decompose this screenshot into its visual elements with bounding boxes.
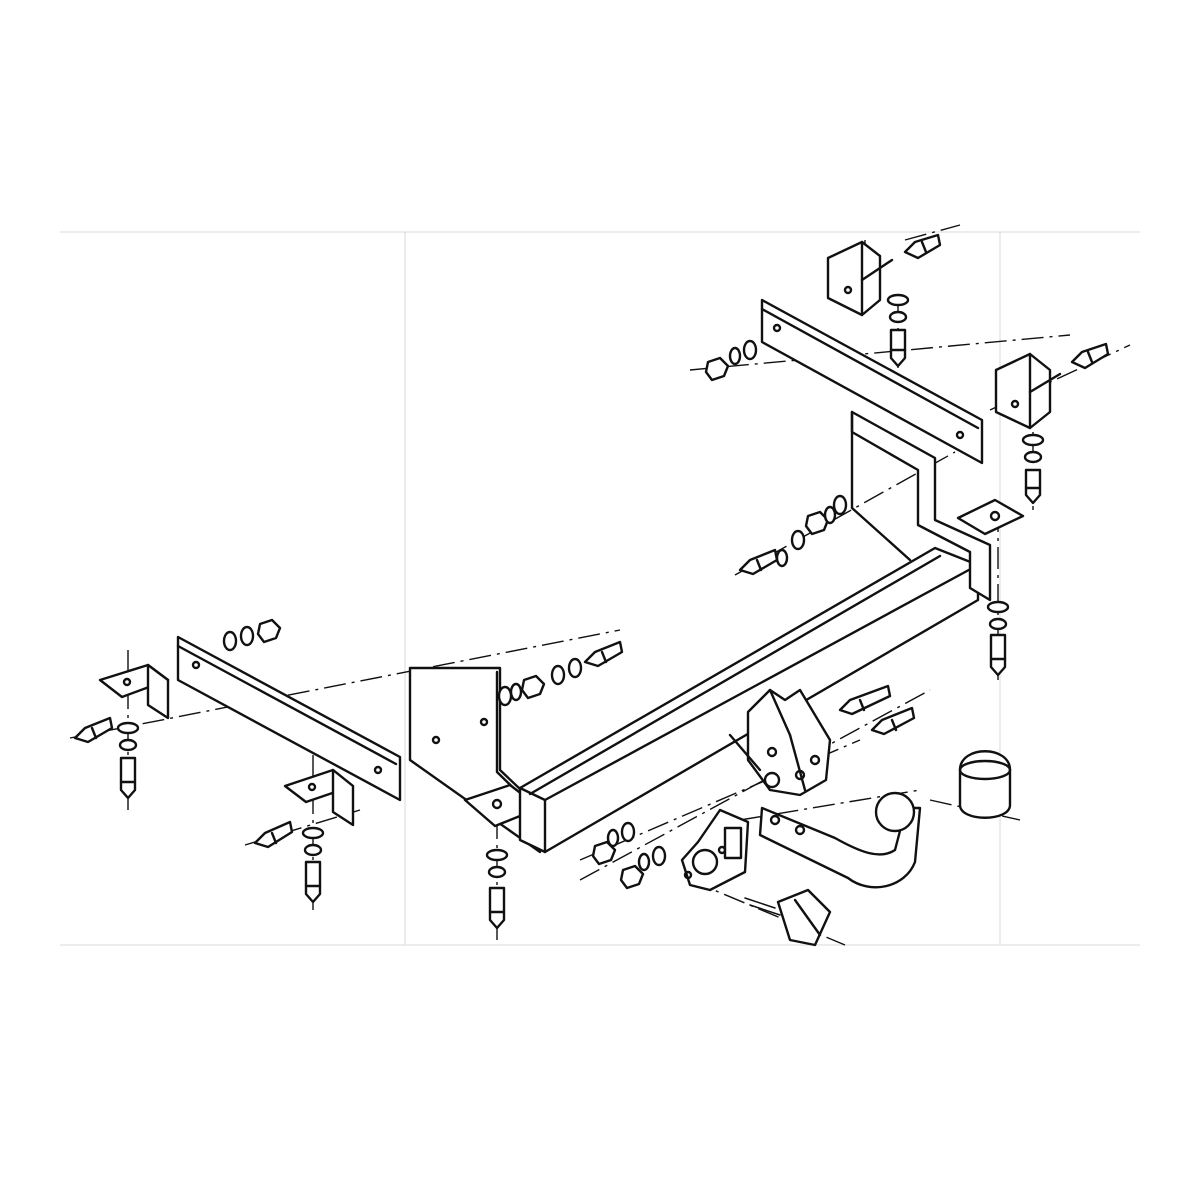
bolt (119, 756, 137, 800)
bolt (989, 633, 1007, 677)
washer (775, 548, 789, 568)
left-angle-bracket-front (98, 663, 170, 720)
nut (804, 510, 830, 536)
bolt (903, 233, 942, 260)
washer (886, 293, 910, 307)
washer (742, 339, 758, 361)
washer (485, 848, 509, 862)
bolt (488, 886, 506, 930)
right-side-arm (850, 410, 1025, 602)
washer (620, 821, 636, 843)
washer (239, 625, 255, 647)
right-angle-bracket-rear (994, 352, 1062, 430)
washer (301, 826, 325, 840)
bolt (253, 820, 294, 849)
washer (986, 600, 1010, 614)
nut (256, 618, 282, 644)
washer (509, 682, 523, 702)
washer (728, 346, 742, 366)
washer (823, 505, 837, 525)
left-angle-bracket-rear (283, 768, 355, 827)
washer (497, 685, 513, 707)
center-ball-mount-bracket (728, 688, 832, 797)
washer (222, 630, 238, 652)
washer (790, 529, 806, 551)
nut (619, 864, 645, 890)
washer (550, 664, 566, 686)
bolt (304, 860, 322, 904)
bolt (1070, 342, 1110, 370)
washer (1023, 450, 1043, 464)
washer (118, 738, 138, 752)
bolt (870, 706, 916, 736)
washer (1021, 433, 1045, 447)
bolt (1024, 468, 1042, 505)
washer (888, 310, 908, 324)
bolt-washer-nut-sets (73, 233, 1110, 930)
bolt (838, 684, 892, 716)
washer (606, 828, 620, 848)
washer (116, 721, 140, 735)
bolt (73, 716, 114, 744)
washer (832, 494, 848, 516)
washer (651, 845, 667, 867)
bolt (889, 328, 907, 368)
socket-plate (680, 808, 750, 892)
washer (637, 852, 651, 872)
washer (567, 657, 583, 679)
bolt (738, 548, 779, 576)
nut (704, 356, 730, 382)
right-mounting-plate (760, 298, 984, 465)
ball-cap (958, 750, 1012, 819)
washer (303, 843, 323, 857)
bolt (583, 640, 624, 668)
electrical-socket-plug (744, 888, 832, 947)
tow-ball-neck (758, 791, 922, 889)
background-faint-lines (60, 231, 1140, 946)
left-mounting-plate (176, 635, 402, 802)
washer (487, 865, 507, 879)
nut (520, 674, 546, 700)
nut (591, 840, 617, 866)
washer (988, 617, 1008, 631)
main-crossbar (518, 546, 980, 854)
right-angle-bracket-front (826, 240, 894, 317)
